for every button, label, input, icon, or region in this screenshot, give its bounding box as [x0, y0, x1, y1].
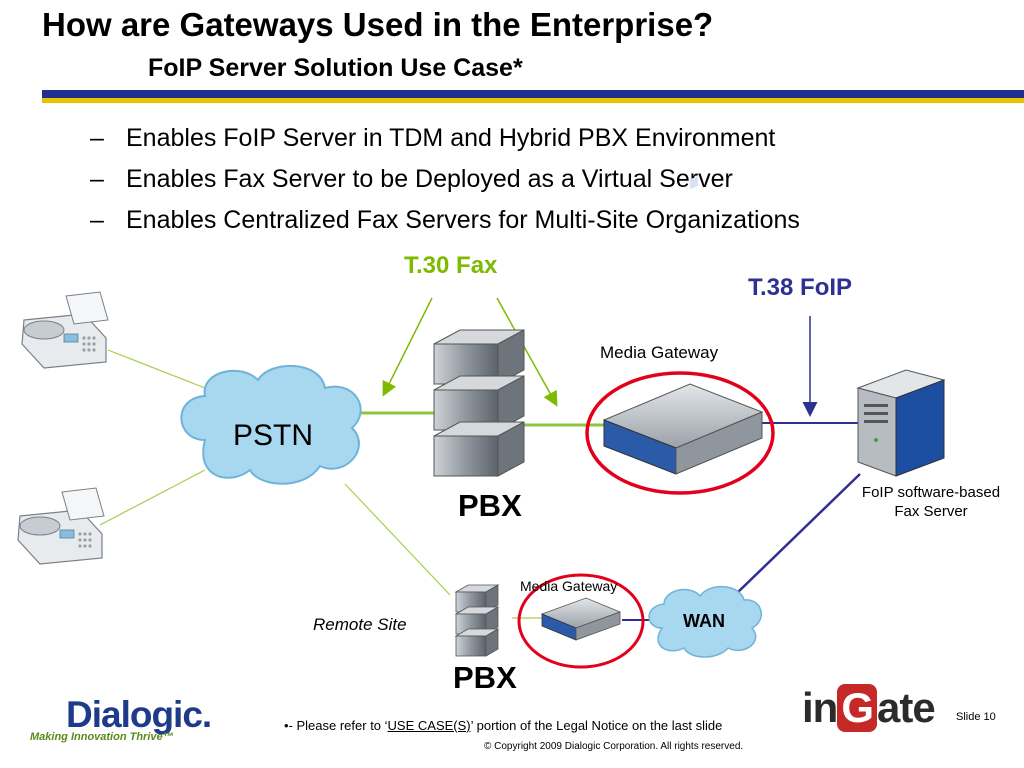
bullet-list: –Enables FoIP Server in TDM and Hybrid P…	[90, 120, 800, 243]
t30-fax-label: T.30 Fax	[404, 252, 498, 279]
fax-machine-icon	[17, 487, 105, 565]
remote-pbx-server-stack-icon	[454, 584, 500, 657]
ingate-logo-g: G	[837, 684, 877, 732]
pstn-cloud-icon	[180, 364, 362, 485]
fax-server-label-line2: Fax Server	[894, 503, 968, 520]
fax2-pstn-link	[99, 469, 206, 526]
gateway-highlight-circle	[585, 371, 775, 495]
wan-faxserver-link	[735, 473, 861, 595]
bullet-text: Enables FoIP Server in TDM and Hybrid PB…	[126, 124, 776, 152]
ingate-logo-suffix: ate	[877, 684, 936, 731]
pstn-remote-pbx-link	[344, 483, 451, 596]
bullet-text: Enables Centralized Fax Servers for Mult…	[126, 206, 800, 234]
pstn-label: PSTN	[233, 419, 314, 452]
fax1-pstn-link	[107, 349, 206, 389]
wan-label: WAN	[683, 611, 725, 631]
wan-cloud-icon	[648, 586, 762, 658]
media-gateway-label: Media Gateway	[600, 343, 719, 362]
bullet-item: –Enables FoIP Server in TDM and Hybrid P…	[90, 120, 800, 161]
bullet-item: –Enables Fax Server to be Deployed as a …	[90, 161, 800, 202]
bullet-dash: –	[90, 124, 104, 152]
remote-gateway-highlight-circle	[517, 573, 645, 669]
pbx-label: PBX	[458, 488, 522, 523]
fax-server-label-line1: FoIP software-based	[861, 484, 1001, 501]
copyright-text: © Copyright 2009 Dialogic Corporation. A…	[484, 741, 744, 752]
footnote-prefix: •- Please refer to ‘	[284, 718, 388, 733]
dialogic-tagline: Making Innovation Thrive™	[30, 731, 174, 743]
fax-machine-icon	[21, 291, 109, 369]
dialogic-logo: Dialogic.	[66, 694, 212, 735]
remote-media-gateway-icon	[540, 597, 622, 641]
title-divider-blue	[42, 90, 1024, 98]
bullet-item: –Enables Centralized Fax Servers for Mul…	[90, 202, 800, 243]
footnote-suffix: ’ portion of the Legal Notice on the las…	[470, 718, 723, 733]
remote-site-label: Remote Site	[313, 615, 407, 634]
use-cases-link[interactable]: USE CASE(S)	[387, 718, 471, 733]
remote-pbx-label: PBX	[453, 660, 517, 695]
title-divider-yellow	[42, 98, 1024, 103]
t38-foip-label: T.38 FoIP	[748, 274, 853, 301]
ingate-logo-prefix: in	[802, 684, 838, 731]
bullet-dash: –	[90, 206, 104, 234]
remote-media-gateway-label: Media Gateway	[520, 578, 618, 594]
fax-server-label: FoIP software-based Fax Server	[846, 483, 1016, 521]
media-gateway-icon	[602, 175, 764, 475]
ingate-logo: inGate	[802, 684, 936, 732]
slide-title: How are Gateways Used in the Enterprise?	[42, 6, 714, 43]
bullet-text: Enables Fax Server to be Deployed as a V…	[126, 165, 733, 193]
pbx-server-stack-icon	[433, 329, 525, 477]
bullet-dash: –	[90, 165, 104, 193]
slide-number: Slide 10	[956, 711, 996, 723]
legal-footnote: •- Please refer to ‘USE CASE(S)’ portion…	[284, 718, 722, 733]
t30-arrow-right	[496, 297, 558, 407]
fax-server-icon	[856, 369, 946, 477]
slide-subtitle: FoIP Server Solution Use Case*	[148, 54, 523, 82]
t30-arrow-left	[382, 297, 433, 397]
